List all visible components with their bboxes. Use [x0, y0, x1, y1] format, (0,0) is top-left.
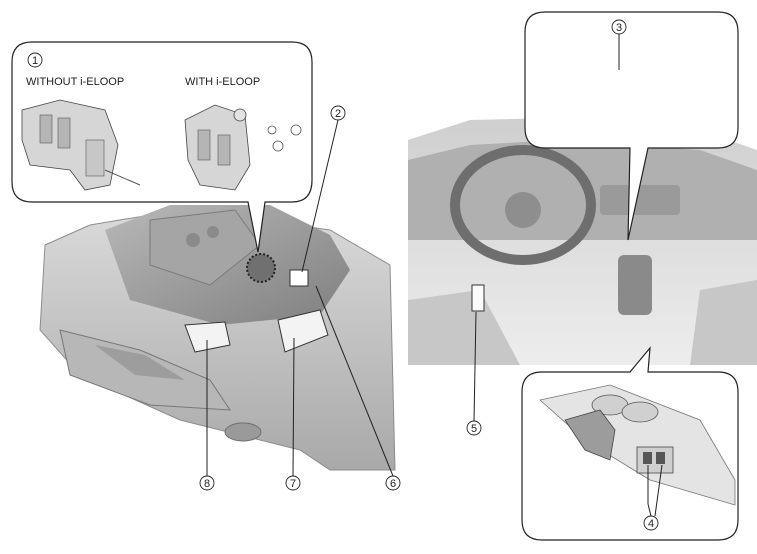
- fog-lamp: [224, 422, 262, 442]
- callout-6-number: 6: [390, 478, 396, 490]
- center-vent: [600, 185, 680, 215]
- usb-ports-panel: [636, 446, 674, 474]
- inset-box-4: 4: [521, 346, 739, 541]
- inset-box-3: 3: [524, 11, 739, 241]
- car-front: [39, 205, 396, 471]
- callout-2-number: 2: [335, 108, 341, 120]
- callout-5: 5: [466, 311, 482, 436]
- callout-6: 6: [315, 285, 401, 491]
- callout-3-number: 3: [616, 22, 622, 34]
- callout-8: 8: [199, 340, 215, 491]
- label-without-ieloop: WITHOUT i-ELOOP: [26, 76, 124, 88]
- component-8-shape: [184, 321, 231, 353]
- callout-7: 7: [285, 337, 301, 491]
- fuse-block-without-ieloop: [21, 99, 141, 191]
- engine-cover: [149, 209, 261, 286]
- callout-5-number: 5: [471, 423, 477, 435]
- callout-2: 2: [301, 105, 346, 273]
- fuse-block-with-ieloop: [184, 104, 302, 191]
- callout-1-number: 1: [32, 55, 38, 67]
- callout-4-number: 4: [648, 518, 654, 530]
- component-5-shape: [471, 284, 485, 312]
- callout-8-number: 8: [204, 478, 210, 490]
- gear-shifter: [618, 255, 652, 315]
- interior-dashboard: [408, 118, 757, 365]
- steering-hub: [505, 192, 541, 228]
- component-2-shape: [289, 269, 309, 287]
- inset-box-engine: 1 WITHOUT i-ELOOP WITH i-ELOOP: [11, 41, 313, 253]
- steering-wheel: [450, 145, 596, 265]
- label-with-ieloop: WITH i-ELOOP: [185, 76, 260, 88]
- highlight-circle: [246, 253, 276, 283]
- component-7-shape: [277, 309, 329, 353]
- drink-cup: [564, 409, 616, 461]
- callout-7-number: 7: [290, 478, 296, 490]
